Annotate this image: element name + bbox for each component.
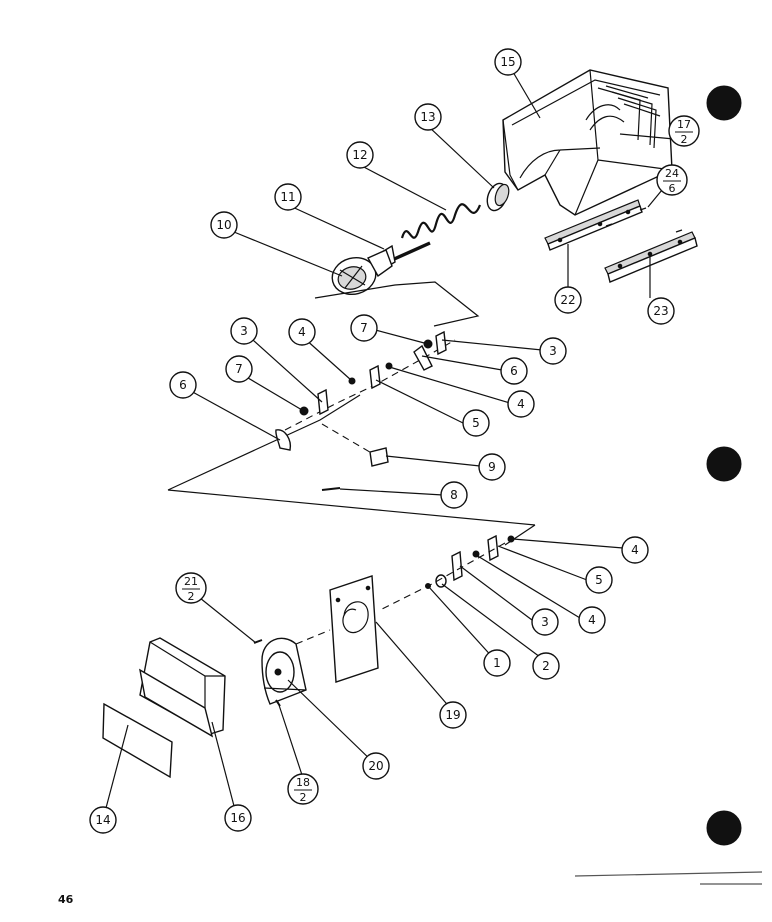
svg-text:2: 2	[681, 133, 688, 146]
callout-16: 16	[224, 804, 252, 832]
drive-hardware	[379, 534, 515, 611]
svg-text:14: 14	[95, 813, 110, 827]
bin-bracket-right	[604, 231, 698, 283]
svg-text:17: 17	[677, 118, 691, 131]
svg-text:2: 2	[188, 590, 195, 603]
callout-4-lower-b: 4	[578, 606, 606, 634]
callout-22: 22	[554, 286, 582, 314]
svg-text:7: 7	[360, 321, 368, 335]
registration-dot-middle	[706, 446, 742, 482]
callout-4-middle: 4	[507, 390, 535, 418]
registration-dot-bottom	[706, 810, 742, 846]
svg-text:20: 20	[368, 759, 383, 773]
scan-artifacts	[574, 871, 763, 885]
svg-text:24: 24	[665, 167, 679, 180]
callout-11: 11	[274, 183, 302, 211]
drive-wheel-part	[331, 249, 393, 295]
svg-text:16: 16	[230, 811, 245, 825]
callout-5-lower: 5	[585, 566, 613, 594]
svg-text:4: 4	[517, 397, 525, 411]
svg-text:1: 1	[493, 656, 501, 670]
callout-17-2: 17 2	[668, 115, 700, 147]
svg-text:3: 3	[541, 615, 549, 629]
svg-text:23: 23	[653, 304, 668, 318]
mounting-plate-part	[329, 575, 379, 683]
linkage-hardware	[275, 330, 447, 491]
leader-lines	[105, 71, 675, 809]
ice-bin-ribs	[585, 85, 661, 149]
svg-text:13: 13	[420, 110, 435, 124]
callout-14: 14	[89, 806, 117, 834]
svg-text:18: 18	[296, 776, 310, 789]
callout-3-middle: 3	[230, 317, 258, 345]
callout-3-upper: 3	[539, 337, 567, 365]
svg-text:4: 4	[298, 325, 306, 339]
bin-bracket-left	[544, 199, 643, 251]
callout-6-lower: 6	[169, 371, 197, 399]
callout-19: 19	[439, 701, 467, 729]
callout-15: 15	[494, 48, 522, 76]
svg-text:5: 5	[472, 416, 480, 430]
callout-23: 23	[647, 297, 675, 325]
svg-text:6: 6	[669, 182, 676, 195]
svg-text:3: 3	[549, 344, 557, 358]
svg-text:22: 22	[560, 293, 575, 307]
callout-1: 1	[483, 649, 511, 677]
auger-coupling-part	[486, 182, 510, 212]
svg-text:9: 9	[488, 460, 496, 474]
callout-21-2: 21 2	[175, 572, 207, 604]
front-cover-part	[139, 637, 226, 738]
svg-text:6: 6	[510, 364, 518, 378]
callout-2: 2	[532, 652, 560, 680]
svg-text:4: 4	[588, 613, 596, 627]
svg-text:6: 6	[179, 378, 187, 392]
svg-text:2: 2	[300, 791, 307, 804]
svg-text:4: 4	[631, 543, 639, 557]
callout-6-upper: 6	[500, 357, 528, 385]
auger-spring-part	[400, 203, 482, 239]
callout-13: 13	[414, 103, 442, 131]
ice-bin-part	[502, 69, 673, 216]
page-number: 46	[58, 893, 74, 906]
svg-text:5: 5	[595, 573, 603, 587]
svg-text:19: 19	[445, 708, 460, 722]
label-panel-part	[102, 702, 173, 779]
callout-9: 9	[478, 453, 506, 481]
svg-text:12: 12	[352, 148, 367, 162]
motor-housing-part	[261, 629, 331, 705]
callout-4-lower-a: 4	[621, 536, 649, 564]
callout-8: 8	[440, 481, 468, 509]
callout-3-lower: 3	[531, 608, 559, 636]
registration-dot-top	[706, 85, 742, 121]
svg-text:2: 2	[542, 659, 550, 673]
callout-20: 20	[362, 752, 390, 780]
callout-18-2: 18 2	[287, 773, 319, 805]
svg-text:3: 3	[240, 324, 248, 338]
callout-24-6: 24 6	[656, 164, 688, 196]
svg-text:11: 11	[280, 190, 295, 204]
callout-4-upper: 4	[288, 318, 316, 346]
callout-10: 10	[210, 211, 238, 239]
svg-text:15: 15	[500, 55, 515, 69]
svg-text:8: 8	[450, 488, 458, 502]
svg-text:10: 10	[216, 218, 231, 232]
svg-text:21: 21	[184, 575, 198, 588]
callout-5-upper: 5	[462, 409, 490, 437]
svg-text:7: 7	[235, 362, 243, 376]
callout-7-upper: 7	[350, 314, 378, 342]
callout-12: 12	[346, 141, 374, 169]
callout-7-lower: 7	[225, 355, 253, 383]
bracket-screws	[605, 207, 683, 233]
